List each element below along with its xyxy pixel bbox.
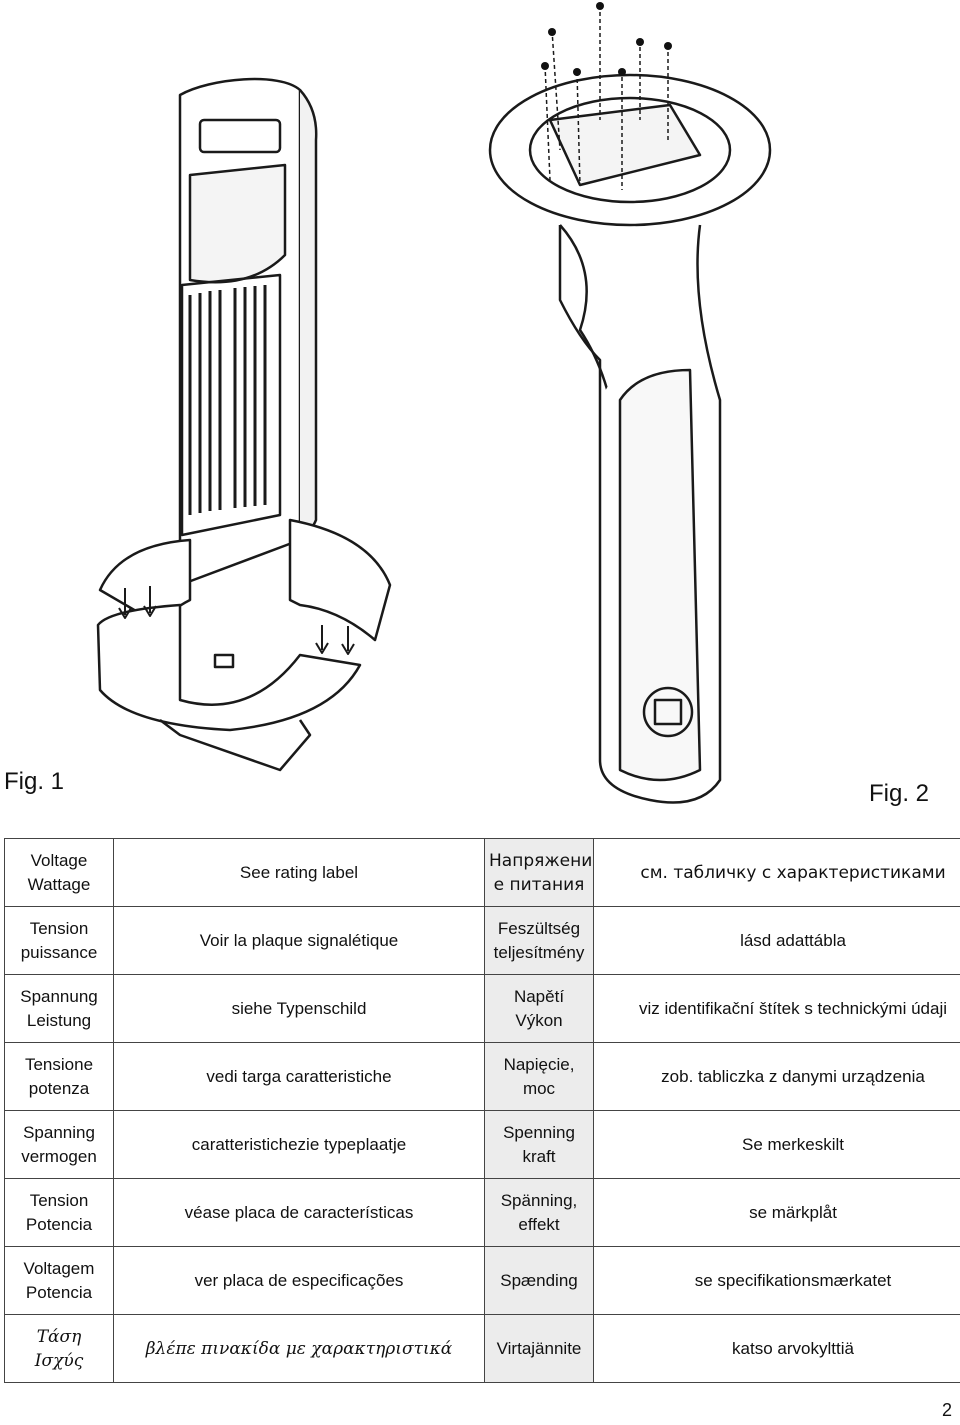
term-cell: Tension puissance [4, 906, 114, 975]
page-number: 2 [941, 1400, 952, 1420]
value2-cell: se märkplåt [593, 1178, 960, 1247]
term-cell: Voltagem Potencia [4, 1246, 114, 1315]
table-row: Voltagem Potencia ver placa de especific… [4, 1246, 960, 1315]
term2-cell: Napětí Výkon [484, 974, 594, 1043]
table-row: Tensione potenza vedi targa caratteristi… [4, 1042, 960, 1111]
term-cell: Tensione potenza [4, 1042, 114, 1111]
figure-1-label: Fig. 1 [4, 768, 65, 795]
table-row: Τάση Ισχύς βλέπε πινακίδα με χαρακτηριστ… [4, 1314, 960, 1383]
term2-cell: Feszültség teljesítmény [484, 906, 594, 975]
value2-cell: viz identifikační štítek s technickými ú… [593, 974, 960, 1043]
table-row: Spannung Leistung siehe Typenschild Napě… [4, 974, 960, 1043]
value2-cell: lásd adattábla [593, 906, 960, 975]
rating-table: Voltage Wattage See rating label Напряже… [4, 838, 960, 1383]
term2-cell: Spenning kraft [484, 1110, 594, 1179]
term2-cell: Spänning, effekt [484, 1178, 594, 1247]
base-assembly-drawing [488, 2, 772, 804]
term2-cell: Virtajännite [484, 1314, 594, 1383]
term-cell: Voltage Wattage [4, 838, 114, 907]
term-cell: Tension Potencia [4, 1178, 114, 1247]
value-cell: See rating label [113, 838, 485, 907]
value2-cell: Se merkeskilt [593, 1110, 960, 1179]
term2-cell: Napięcie, moc [484, 1042, 594, 1111]
value-cell: caratteristichezie typeplaatje [113, 1110, 485, 1179]
table-row: Spanning vermogen caratteristichezie typ… [4, 1110, 960, 1179]
value2-cell: zob. tabliczka z danymi urządzenia [593, 1042, 960, 1111]
value-cell: Voir la plaque signalétique [113, 906, 485, 975]
value2-cell: se specifikationsmærkatet [593, 1246, 960, 1315]
term2-cell: Spænding [484, 1246, 594, 1315]
term-cell: Τάση Ισχύς [4, 1314, 114, 1383]
term2-cell: Напряжени е питания [484, 838, 594, 907]
term-cell: Spannung Leistung [4, 974, 114, 1043]
value-cell: siehe Typenschild [113, 974, 485, 1043]
figure-2-label: Fig. 2 [869, 780, 930, 807]
value-cell: vedi targa caratteristiche [113, 1042, 485, 1111]
value2-cell: см. табличку с характеристиками [593, 838, 960, 907]
assembly-illustration [96, 2, 772, 804]
table-row: Tension puissance Voir la plaque signalé… [4, 906, 960, 975]
table-row: Tension Potencia véase placa de caracter… [4, 1178, 960, 1247]
value2-cell: katso arvokylttiä [593, 1314, 960, 1383]
table-row: Voltage Wattage See rating label Напряже… [4, 838, 960, 907]
heater-tower-drawing [96, 77, 392, 772]
term-cell: Spanning vermogen [4, 1110, 114, 1179]
value-cell: βλέπε πινακίδα με χαρακτηριστικά [113, 1314, 485, 1383]
value-cell: ver placa de especificações [113, 1246, 485, 1315]
value-cell: véase placa de características [113, 1178, 485, 1247]
